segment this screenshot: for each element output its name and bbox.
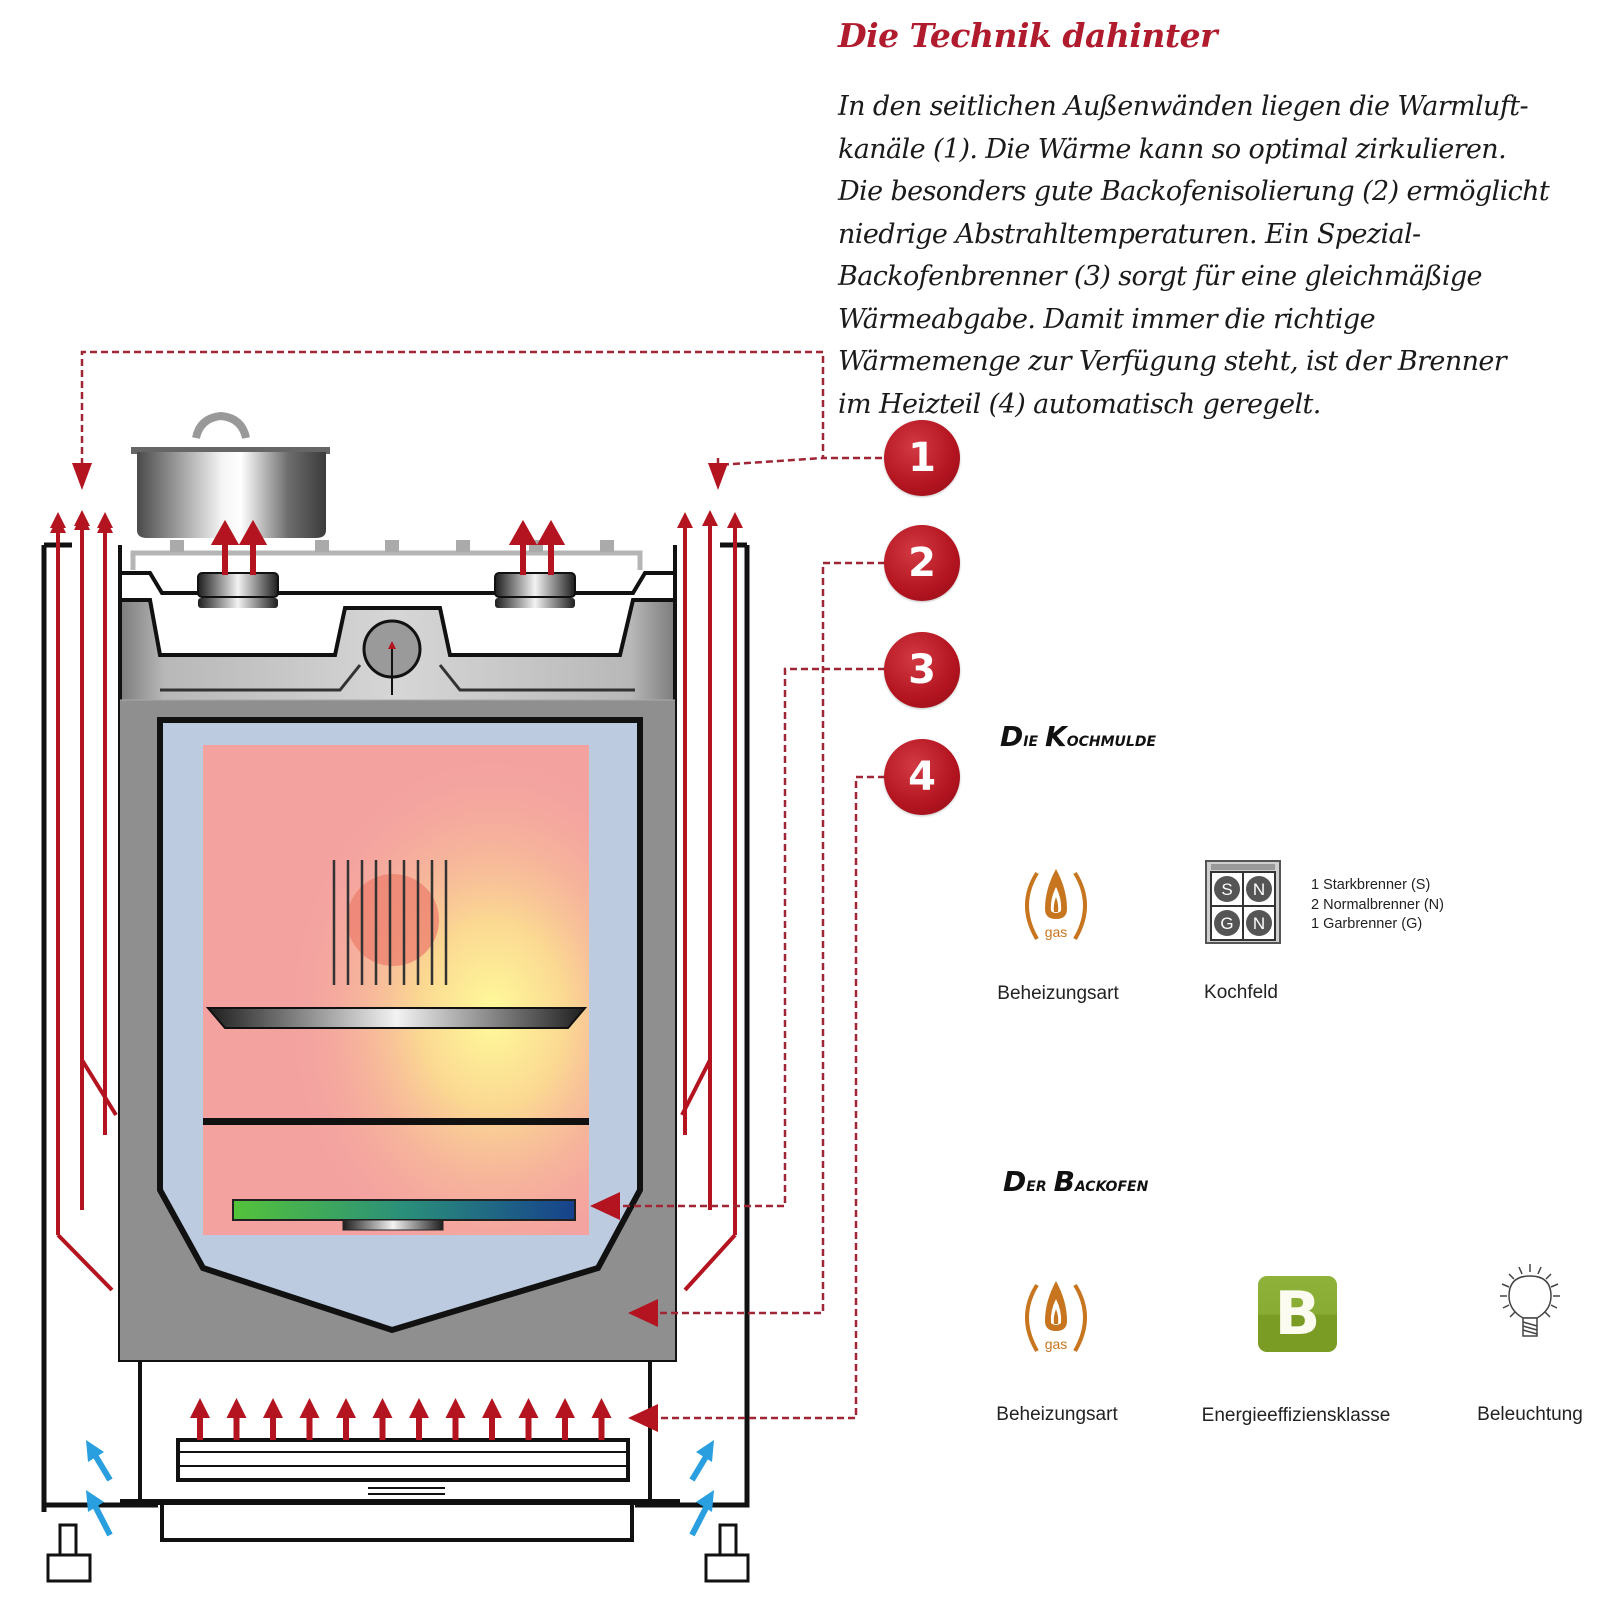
callout-badge-1: 1 (884, 420, 960, 496)
title-rest: ie (1023, 727, 1045, 751)
callout-badge-2: 2 (884, 525, 960, 601)
description-line: kanäle (1). Die Wärme kann so optimal zi… (838, 133, 1507, 165)
svg-text:N: N (1253, 880, 1265, 899)
heating-chamber-arrows (190, 1398, 612, 1440)
title-rest: er (1026, 1172, 1054, 1196)
page-title: Die Technik dahinter (838, 16, 1217, 55)
hob-heat-arrows (210, 519, 566, 575)
heat-arrow-head (591, 1398, 612, 1418)
svg-text:gas: gas (1045, 1336, 1068, 1352)
description-line: niedrige Abstrahltemperaturen. Ein Spezi… (838, 218, 1421, 250)
oven-burner (232, 1199, 576, 1221)
warm-air-channel-arrows (50, 514, 737, 1292)
callout-badge-4: 4 (884, 739, 960, 815)
cooking-pot (131, 411, 330, 538)
energy-class-badge: B (1258, 1276, 1337, 1352)
grill-element (332, 860, 448, 985)
description-line: Die besonders gute Backofenisolierung (2… (838, 176, 1550, 207)
oven-rack (203, 1118, 589, 1125)
heat-arrow-head (555, 1398, 575, 1418)
label-beleuchtung: Beleuchtung (1477, 1404, 1583, 1425)
cooktop-grid-icon: S N G N (1205, 860, 1281, 944)
description-line: Wärmemenge zur Verfügung steht, ist der … (838, 346, 1507, 377)
label-kochfeld: Kochfeld (1204, 982, 1278, 1003)
gas-flame-icon: gas (1025, 869, 1087, 941)
title-rest: ochmulde (1066, 727, 1157, 751)
description-line: Wärmeabgabe. Damit immer die richtige (838, 303, 1376, 335)
title-initial: K (1045, 720, 1067, 753)
gas-flame-icon: gas (1025, 1281, 1087, 1353)
description-line: In den seitlichen Außenwänden liegen die… (838, 91, 1529, 122)
burner-list-item: 1 Starkbrenner (S) (1311, 877, 1431, 893)
baking-tray (205, 1007, 588, 1029)
heating-chamber (46, 1360, 750, 1583)
light-bulb-icon (1500, 1264, 1560, 1337)
heat-arrow-head (263, 1398, 283, 1418)
svg-text:G: G (1220, 914, 1233, 933)
description-line: Backofenbrenner (3) sorgt für eine gleic… (838, 261, 1483, 292)
heat-arrow-head (409, 1398, 429, 1418)
burner-list-item: 2 Normalbrenner (N) (1311, 896, 1444, 913)
heat-arrow-head (482, 1398, 502, 1418)
oven-housing (118, 540, 677, 1362)
burner-list: 1 Starkbrenner (S) 2 Normalbrenner (N) 1… (1311, 876, 1444, 935)
title-initial: D (1003, 1165, 1027, 1198)
callout-arrowheads (72, 463, 728, 1432)
title-initial: B (1053, 1165, 1075, 1198)
hob-burner-left (197, 572, 279, 608)
label-beheizungsart-backofen: Beheizungsart (996, 1404, 1118, 1425)
label-beheizungsart-kochmulde: Beheizungsart (997, 983, 1119, 1004)
svg-text:N: N (1253, 914, 1265, 933)
label-energieeffiziensklasse: Energieeffiziensklasse (1201, 1405, 1391, 1426)
section-title-kochmulde: Die Kochmulde (1000, 720, 1156, 753)
callout-badge-3: 3 (884, 632, 960, 708)
description-line: im Heizteil (4) automatisch geregelt. (838, 388, 1321, 420)
description-paragraph: In den seitlichen Außenwänden liegen die… (838, 86, 1600, 426)
heat-arrow-head (190, 1398, 210, 1418)
heat-arrow-head (226, 1398, 247, 1418)
title-initial: D (1000, 720, 1024, 753)
heat-arrow-head (518, 1398, 539, 1418)
warm-air-arrowheads (50, 510, 743, 528)
heat-arrow-head (445, 1398, 466, 1418)
svg-text:S: S (1221, 880, 1232, 899)
title-rest: ackofen (1074, 1172, 1149, 1196)
hob-burner-right (494, 572, 576, 608)
burner-list-item: 1 Garbrenner (G) (1311, 916, 1423, 932)
heat-arrow-head (336, 1398, 356, 1418)
heat-arrow-head (299, 1398, 320, 1418)
heat-arrow-head (372, 1398, 393, 1418)
svg-text:gas: gas (1045, 924, 1068, 940)
section-title-backofen: Der Backofen (1003, 1165, 1148, 1198)
